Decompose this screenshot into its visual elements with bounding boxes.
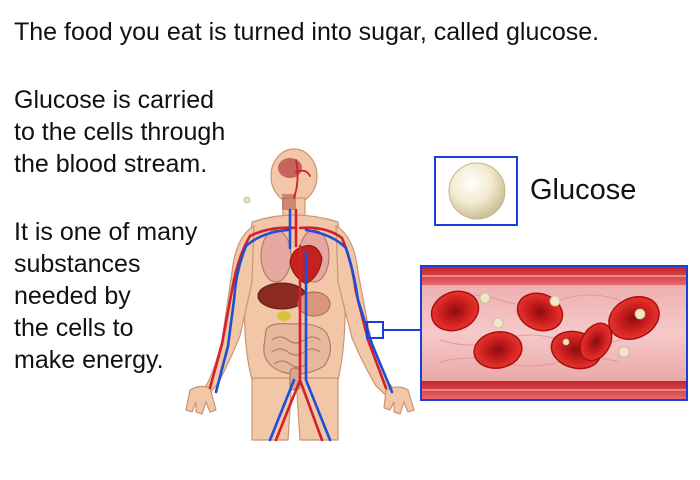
gallbladder [277,311,291,321]
glucose-particles [479,292,646,358]
human-body-illustration [185,148,415,442]
glucose-legend-label: Glucose [530,174,637,206]
glucose-particle [479,292,491,304]
glucose-particle [549,295,561,307]
vein [268,250,332,442]
paragraph-line: the cells to [14,314,134,342]
small-particle [243,196,251,204]
stomach [297,291,331,317]
blood-vessel-illustration [420,265,688,401]
red-blood-cell [430,290,480,332]
paragraph-line: to the cells through [14,118,226,146]
glucose-particle [618,346,630,358]
paragraph-energy: It is one of many substances needed by t… [14,216,244,376]
artery [208,208,298,390]
red-blood-cell [579,322,613,362]
glucose-particle [634,308,646,320]
paragraph-blood-stream: Glucose is carried to the cells through … [14,84,264,180]
paragraph-line: Glucose is carried [14,86,215,114]
lung-left [260,229,292,283]
vein [214,208,292,394]
glucose-molecule-icon [448,162,506,220]
red-blood-cell [473,331,523,369]
blood-vessels [208,159,394,442]
paragraph-line: the blood stream. [14,150,208,178]
paragraph-line: substances [14,250,141,278]
artery [274,244,324,442]
head-artery [293,159,311,199]
paragraph-line: make energy. [14,346,164,374]
glucose-particle [492,317,504,329]
paragraph-line: It is one of many [14,218,198,246]
vein [304,228,394,394]
headline: The food you eat is turned into sugar, c… [14,18,600,46]
paragraph-line: needed by [14,282,131,310]
glucose-legend [434,156,518,226]
glucose-particle [562,338,570,346]
